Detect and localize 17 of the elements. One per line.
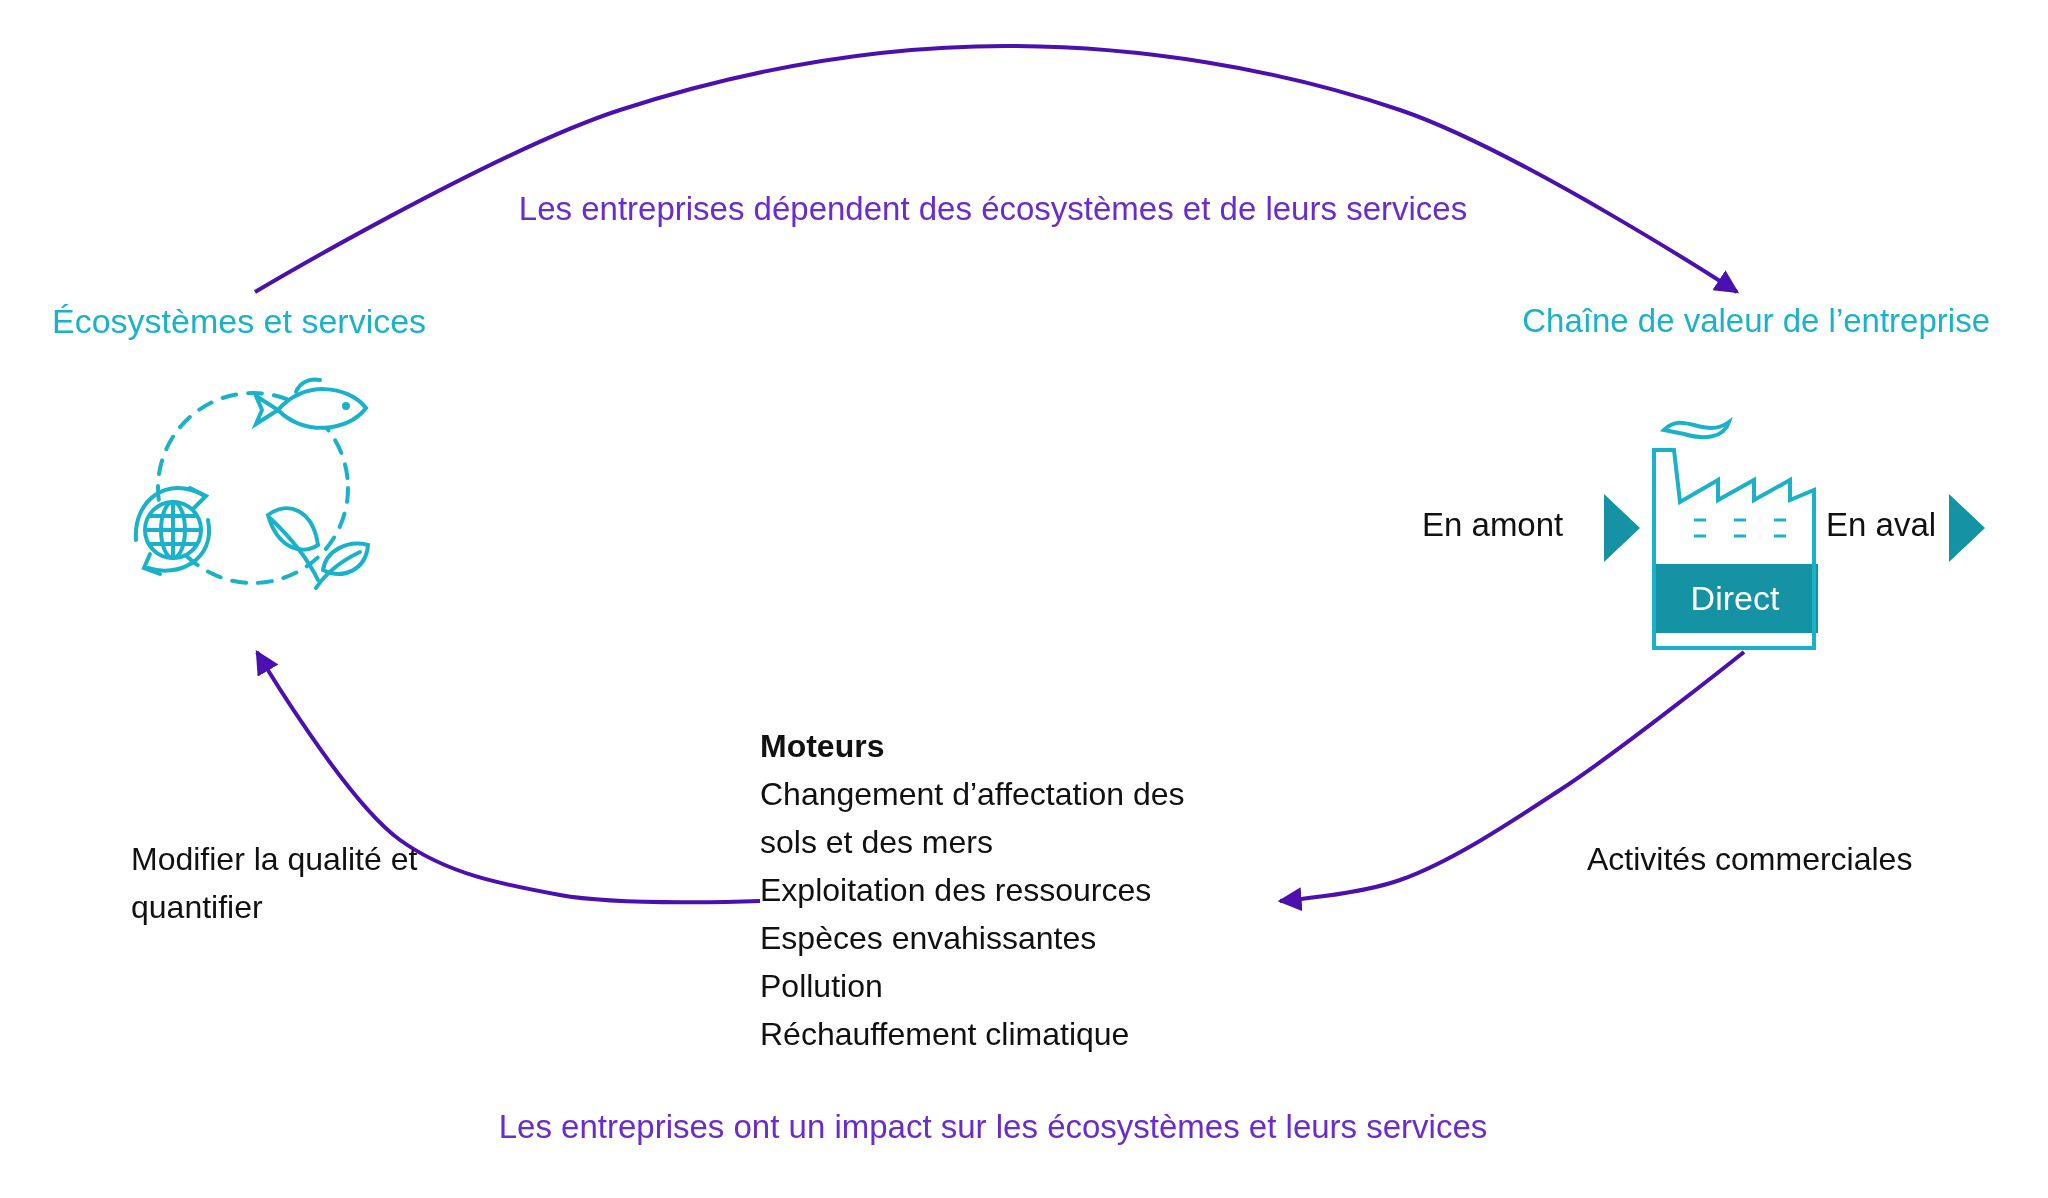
heading: Chaîne de valeur de l’entreprise: [1522, 302, 1990, 340]
list-item: Pollution: [760, 967, 884, 1006]
heading: Moteurs: [760, 727, 886, 766]
label: En aval: [1826, 506, 1937, 544]
edge-label: Les entreprises dépendent des écosystèmes et de leurs services: [517, 189, 1469, 229]
arrow: [1277, 650, 1746, 912]
list-item: Espèces envahissantes: [760, 919, 1098, 958]
list-item: Réchauffement climatique: [760, 1015, 1131, 1054]
edge-label: Modifier la qualité et quantifier: [131, 840, 419, 927]
arrow: [255, 649, 761, 905]
arrow: [254, 44, 1739, 294]
list-item: Changement d’affectation des sols et des mers: [760, 775, 1186, 862]
list-item: Exploitation des ressources: [760, 871, 1153, 910]
heading: Écosystèmes et services: [52, 302, 427, 341]
edge-label: Activités commerciales: [1587, 840, 1914, 879]
caption-text: Les entreprises ont un impact sur les écosystèmes et leurs services: [497, 1108, 1489, 1146]
label: En amont: [1422, 506, 1564, 544]
